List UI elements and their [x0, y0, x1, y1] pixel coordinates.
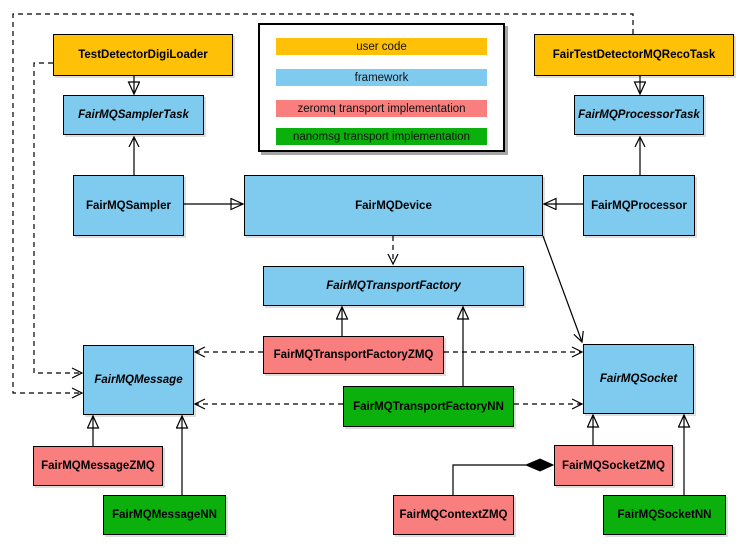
edge-contextzmq-socketzmq-composition [452, 464, 526, 495]
node-label: FairMQSocketZMQ [562, 459, 665, 472]
legend-label: zeromq transport implementation [297, 102, 466, 115]
legend-item-nanomsg: nanomsg transport implementation [276, 128, 487, 145]
node-fairmqtransportfactory: FairMQTransportFactory [263, 266, 524, 306]
node-label: FairMQMessageNN [112, 509, 217, 521]
node-fairmqtransportfactorynn: FairMQTransportFactoryNN [343, 386, 514, 427]
node-testdetectordigiloader: TestDetectorDigiLoader [53, 34, 233, 76]
node-fairmqmessage: FairMQMessage [83, 345, 194, 415]
node-label: FairMQMessage [94, 374, 183, 386]
legend-label: user code [356, 40, 407, 53]
node-label: FairMQMessageZMQ [41, 460, 155, 472]
node-fairmqprocessor: FairMQProcessor [583, 175, 695, 236]
node-label: FairMQTransportFactoryNN [353, 400, 504, 413]
node-fairmqsampler: FairMQSampler [73, 175, 184, 236]
edge-device-socket-association [542, 235, 584, 344]
node-fairmqsocket: FairMQSocket [583, 344, 694, 414]
node-label: FairMQSocketNN [617, 509, 712, 521]
node-fairmqmessagezmq: FairMQMessageZMQ [33, 446, 163, 486]
node-fairmqmessagenn: FairMQMessageNN [103, 495, 226, 535]
node-fairmqdevice: FairMQDevice [244, 175, 543, 236]
node-fairmqsocketnn: FairMQSocketNN [603, 495, 726, 535]
node-label: FairMQSampler [86, 199, 171, 212]
legend-label: framework [354, 71, 409, 84]
node-label: FairMQDevice [355, 199, 432, 212]
legend-item-framework: framework [276, 69, 487, 86]
node-label: FairMQSamplerTask [78, 109, 189, 121]
node-label: TestDetectorDigiLoader [78, 49, 208, 61]
node-label: FairMQTransportFactoryZMQ [273, 349, 434, 361]
node-fairmqsocketzmq: FairMQSocketZMQ [554, 445, 673, 486]
node-label: FairMQTransportFactory [326, 280, 461, 292]
node-label: FairTestDetectorMQRecoTask [552, 49, 716, 61]
node-fairtestdetectormqrecotask: FairTestDetectorMQRecoTask [534, 34, 734, 76]
legend-box: user code framework zeromq transport imp… [258, 23, 505, 152]
node-fairmqtransportfactoryzmq: FairMQTransportFactoryZMQ [263, 336, 444, 374]
node-fairmqcontextzmq: FairMQContextZMQ [393, 495, 514, 535]
node-fairmqprocessortask: FairMQProcessorTask [574, 95, 704, 135]
legend-label: nanomsg transport implementation [292, 130, 471, 143]
node-fairmqsamplertask: FairMQSamplerTask [63, 95, 204, 135]
node-label: FairMQProcessorTask [578, 109, 700, 121]
node-label: FairMQProcessor [591, 199, 687, 212]
node-label: FairMQSocket [599, 373, 678, 385]
composition-diamond [524, 458, 555, 472]
legend-item-zeromq: zeromq transport implementation [276, 100, 487, 117]
node-label: FairMQContextZMQ [399, 509, 508, 521]
legend-item-user-code: user code [276, 38, 487, 55]
